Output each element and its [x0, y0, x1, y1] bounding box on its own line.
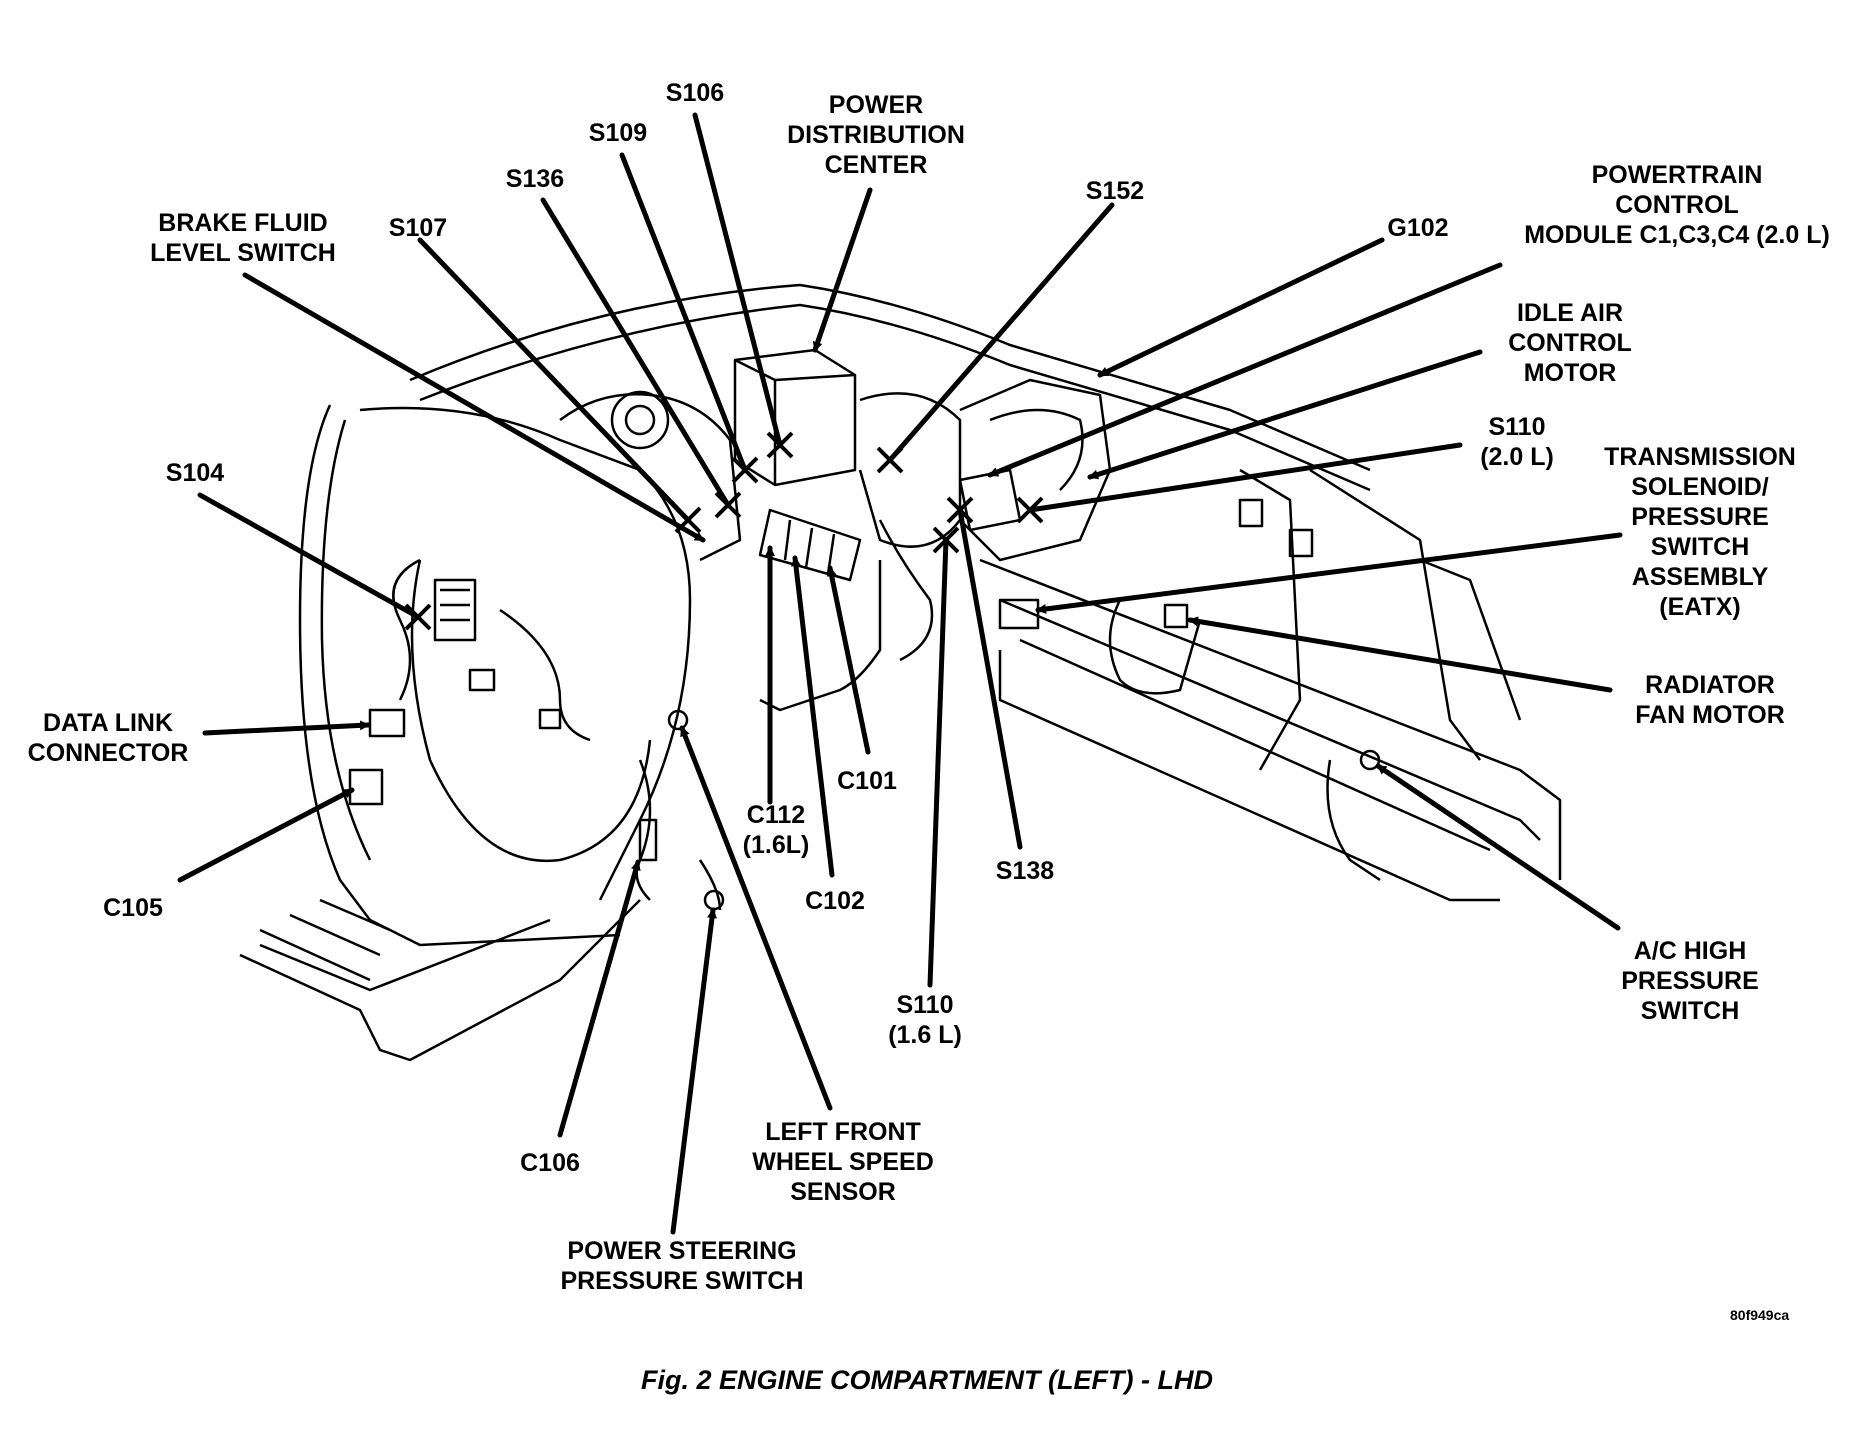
splice-mark-s109: [731, 456, 759, 484]
leader-ac-high: [1375, 763, 1621, 931]
label-s152: S152: [1085, 177, 1145, 205]
leader-s106: [692, 112, 783, 448]
leader-brake-fluid: [242, 272, 706, 543]
label-s104: S104: [165, 459, 225, 487]
leader-s136: [540, 197, 731, 508]
splice-mark-s152: [876, 446, 904, 474]
leader-s110-20: [1027, 442, 1463, 513]
splice-mark-s136: [714, 491, 742, 519]
leader-s138: [957, 507, 1023, 850]
leader-iac: [1087, 349, 1483, 480]
leader-g102: [1097, 237, 1385, 378]
splice-mark-s107: [674, 506, 702, 534]
splice-mark-s110-20: [1016, 496, 1044, 524]
leader-s104: [197, 492, 421, 620]
label-c105: C105: [103, 894, 163, 922]
label-s109: S109: [588, 119, 648, 147]
label-s110-1-6: S110(1.6 L): [888, 991, 962, 1049]
leader-ps-pressure: [670, 907, 717, 1235]
label-s136: S136: [505, 165, 565, 193]
label-c101: C101: [837, 767, 897, 795]
leader-pcm: [987, 262, 1503, 478]
label-c112: C112(1.6L): [742, 801, 810, 859]
leader-trans-solenoid: [1035, 532, 1623, 614]
leader-c106: [557, 859, 641, 1138]
label-c102: C102: [805, 887, 865, 915]
leader-lf-wheel: [679, 725, 833, 1111]
leader-radiator-fan: [1187, 616, 1613, 693]
splice-mark-s106: [766, 431, 794, 459]
label-c106: C106: [520, 1149, 580, 1177]
label-s107: S107: [388, 214, 448, 242]
leader-s152: [887, 202, 1115, 463]
leader-c101: [826, 565, 871, 755]
leader-c105: [177, 787, 355, 883]
leader-c102: [790, 555, 835, 878]
splice-mark-s110-16: [932, 526, 960, 554]
leader-s109: [619, 152, 748, 473]
leader-data-link: [202, 720, 371, 736]
label-s106: S106: [665, 79, 725, 107]
image-code: 80f949ca: [1730, 1307, 1790, 1323]
leader-s107: [417, 237, 691, 523]
label-s110-2-0: S110(2.0 L): [1480, 413, 1554, 471]
figure-caption: Fig. 2 ENGINE COMPARTMENT (LEFT) - LHD: [641, 1365, 1213, 1395]
leader-pdc: [812, 187, 873, 353]
splice-marks: [404, 431, 1044, 631]
label-s138: S138: [995, 857, 1055, 885]
leader-lines: [177, 112, 1623, 1235]
splice-mark-s138: [946, 496, 974, 524]
leader-s110-16: [927, 537, 949, 988]
splice-mark-s104: [404, 603, 432, 631]
vehicle-body-outline: [239, 283, 1562, 1062]
label-g102: G102: [1387, 214, 1449, 242]
